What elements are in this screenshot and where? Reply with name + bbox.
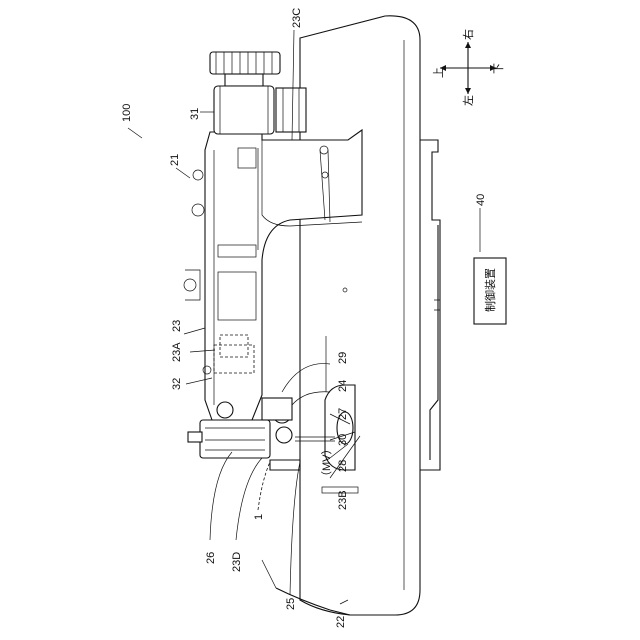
label-23c: 23C (291, 8, 303, 28)
label-31: 31 (189, 108, 201, 120)
label-100: 100 (121, 104, 133, 122)
label-21: 21 (169, 154, 181, 166)
controller-housing (420, 140, 440, 470)
direction-left: 左 (462, 95, 475, 106)
label-24: 24 (337, 380, 349, 392)
label-28-note: （MV） (320, 444, 333, 483)
direction-down: 下 (493, 63, 505, 74)
label-27: 27 (337, 408, 349, 420)
arm-body (205, 130, 362, 420)
controller-box-text: 制御装置 (483, 268, 497, 312)
label-23a: 23A (171, 342, 183, 362)
label-32: 32 (171, 378, 183, 390)
label-29: 29 (337, 352, 349, 364)
label-22: 22 (335, 616, 347, 628)
direction-right: 右 (461, 29, 475, 40)
label-1: 1 (253, 514, 265, 520)
label-40: 40 (475, 194, 487, 206)
label-23d: 23D (231, 552, 243, 572)
direction-cross (440, 42, 496, 94)
direction-up: 上 (432, 67, 445, 78)
label-23b: 23B (337, 490, 349, 510)
label-26: 26 (205, 552, 217, 564)
handwheel (210, 52, 280, 86)
label-23: 23 (171, 320, 183, 332)
label-28: 28 (337, 460, 349, 472)
label-30: 30 (337, 434, 349, 446)
label-25: 25 (285, 598, 297, 610)
